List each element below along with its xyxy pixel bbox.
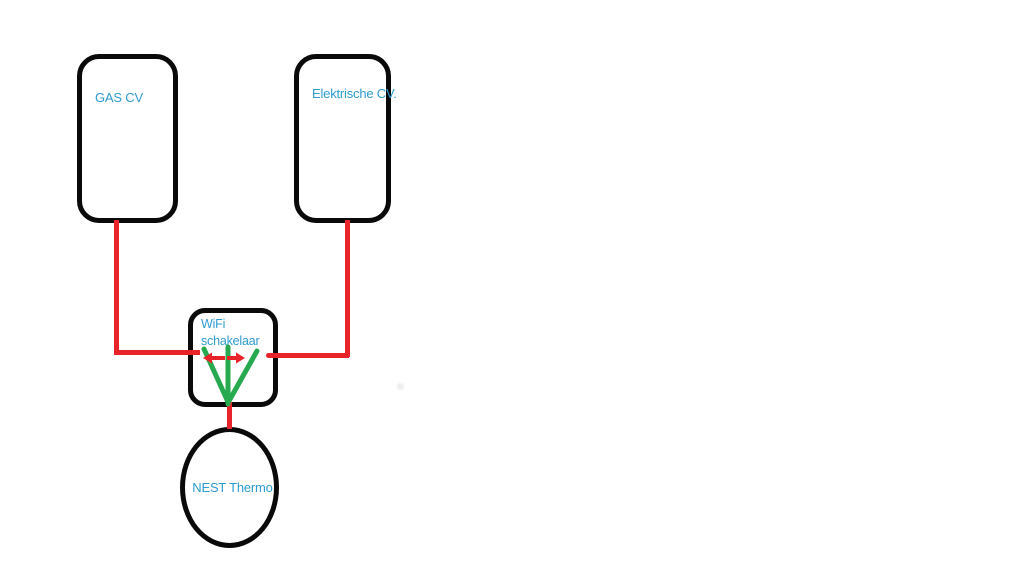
node-gas-cv: GAS CV — [77, 54, 178, 223]
switch-fan-line-right — [226, 348, 260, 404]
node-nest-thermo: NEST Thermo — [180, 427, 279, 548]
stray-mark — [397, 383, 404, 390]
connector-gas-to-wifi-vertical — [114, 220, 119, 354]
arrow-left-icon — [203, 352, 225, 364]
node-gas-cv-label: GAS CV — [95, 90, 143, 105]
connector-wifi-to-nest — [227, 402, 232, 429]
connector-elektrische-to-wifi-vertical — [345, 220, 350, 357]
connector-gas-to-wifi-horizontal — [114, 350, 200, 355]
node-wifi-schakelaar-label: WiFi schakelaar — [201, 317, 260, 348]
connector-elektrische-to-wifi-horizontal — [266, 353, 349, 358]
node-nest-thermo-label: NEST Thermo — [192, 480, 273, 495]
arrow-right-icon — [227, 352, 245, 364]
wifi-switch-glyph — [201, 344, 260, 407]
node-elektrische-cv: Elektrische CV. — [294, 54, 397, 223]
node-elektrische-cv-label: Elektrische CV. — [312, 86, 397, 101]
